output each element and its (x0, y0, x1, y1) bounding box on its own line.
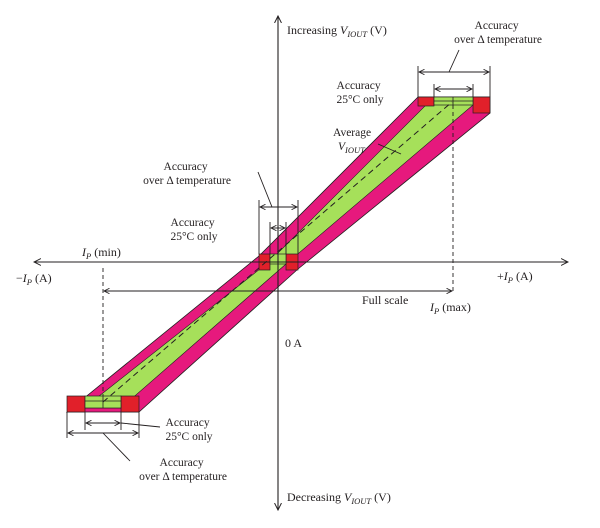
ip-max-label: IP (max) (429, 300, 471, 316)
y-axis-bottom-label: Decreasing VIOUT (V) (287, 490, 391, 506)
x-axis-right-label: +IP (A) (497, 269, 533, 285)
average-label: Average (333, 127, 371, 139)
bottom-right-red-block (120, 395, 140, 413)
x-axis-left-label: −IP (A) (16, 271, 52, 287)
top-temp-annotation: Accuracy over Δ temperature (454, 20, 542, 46)
origin-label: 0 A (285, 336, 302, 350)
bot-temp-annotation: Accuracy over Δ temperature (139, 457, 227, 483)
full-scale-label: Full scale (362, 293, 408, 307)
top-25-annotation: Accuracy 25°C only (336, 80, 383, 106)
mid-temp-leader (257, 171, 273, 208)
bot-temp-leader (102, 432, 131, 462)
bot-25-annotation: Accuracy 25°C only (165, 417, 212, 443)
average-symbol: VIOUT (338, 141, 366, 155)
top-temp-leader (448, 49, 460, 73)
average-leader (377, 143, 402, 155)
bot-25-leader (120, 422, 161, 428)
top-right-red-block (472, 96, 491, 114)
top-left-red-block (417, 96, 435, 107)
mid-temp-annotation: Accuracy over Δ temperature (143, 161, 231, 187)
mid-25-annotation: Accuracy 25°C only (170, 217, 217, 243)
bottom-left-red-block (66, 395, 86, 413)
y-axis-top-label: Increasing VIOUT (V) (287, 23, 387, 39)
ip-min-label: IP (min) (81, 245, 121, 261)
